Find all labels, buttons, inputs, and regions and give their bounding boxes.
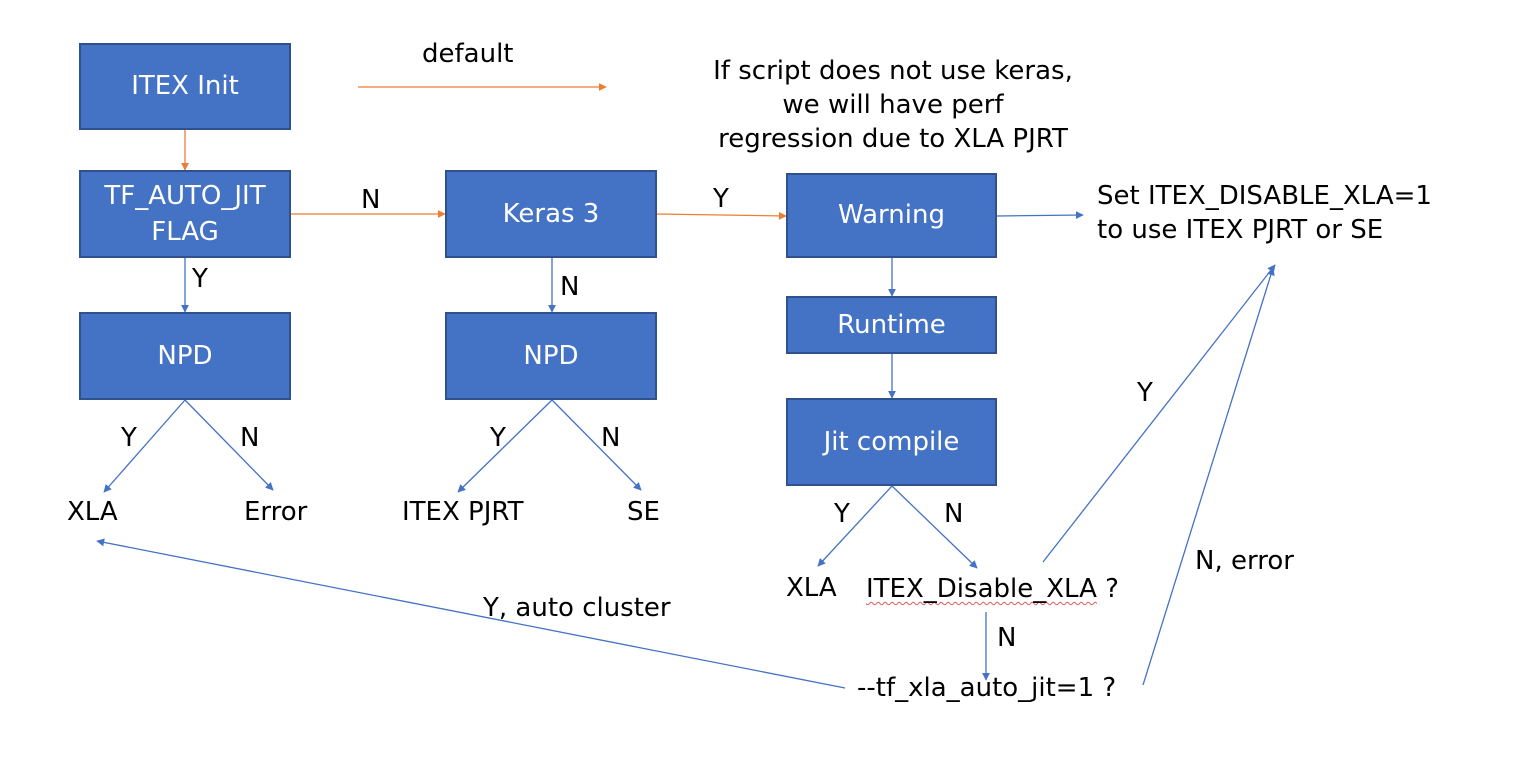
keras-note-line1: If script does not use keras, xyxy=(713,56,1073,86)
tf-xla-auto-jit-question: --tf_xla_auto_jit=1 ? xyxy=(857,673,1117,703)
npd-mid-box: NPD xyxy=(445,312,657,400)
arrow-jit-to-disable xyxy=(891,485,978,569)
warning-label: Warning xyxy=(838,200,945,231)
itex-disable-xla-question: ITEX_Disable_XLA ? xyxy=(866,573,1119,606)
edge-label-n-npd-mid: N xyxy=(601,423,621,453)
npd-left-label: NPD xyxy=(157,340,213,371)
set-itex-note: Set ITEX_DISABLE_XLA=1 to use ITEX PJRT … xyxy=(1097,180,1432,248)
edge-label-n-jit: N xyxy=(944,499,964,529)
edge-label-n-keras-npd: N xyxy=(560,272,580,302)
outcome-error: Error xyxy=(244,497,308,527)
edge-label-y-npd-left: Y xyxy=(121,423,137,453)
tf-auto-jit-label-line1: TF_AUTO_JIT xyxy=(104,180,266,211)
jit-compile-label: Jit compile xyxy=(823,426,960,457)
legend-default-label: default xyxy=(422,39,514,69)
outcome-se: SE xyxy=(627,497,660,527)
arrow-npd-to-error xyxy=(184,399,274,491)
tf-auto-jit-flag-box: TF_AUTO_JIT FLAG xyxy=(79,170,291,258)
keras3-box: Keras 3 xyxy=(445,170,657,258)
itex-init-label: ITEX Init xyxy=(131,71,239,102)
itex-disable-xla-text: ITEX_Disable_XLA xyxy=(866,574,1097,604)
keras3-label: Keras 3 xyxy=(502,198,600,229)
arrow-npd-to-xla xyxy=(103,399,186,493)
runtime-box: Runtime xyxy=(786,296,997,354)
arrow-jit-to-xla xyxy=(817,485,893,567)
npd-left-box: NPD xyxy=(79,312,291,400)
itex-disable-xla-q: ? xyxy=(1096,574,1119,604)
keras-warning-note: If script does not use keras, we will ha… xyxy=(688,55,1098,156)
warning-box: Warning xyxy=(786,173,997,258)
edge-label-y-keras-warning: Y xyxy=(713,184,729,214)
edge-label-n-tf-keras: N xyxy=(361,185,381,215)
keras-note-line2: we will have perf xyxy=(782,89,1004,120)
edge-label-n-disable: N xyxy=(997,623,1017,653)
arrow-warning-to-set xyxy=(996,211,1084,220)
edge-label-n-error: N, error xyxy=(1195,546,1294,576)
itex-init-box: ITEX Init xyxy=(79,43,291,130)
keras-note-line3: regression due to XLA PJRT xyxy=(718,123,1068,154)
npd-mid-label: NPD xyxy=(523,340,579,371)
edge-label-y-tf-npd: Y xyxy=(192,264,208,294)
runtime-label: Runtime xyxy=(837,309,946,340)
outcome-xla-left: XLA xyxy=(67,497,118,527)
outcome-xla-right: XLA xyxy=(786,573,837,603)
outcome-itex-pjrt: ITEX PJRT xyxy=(402,497,524,527)
set-note-line2: to use ITEX PJRT or SE xyxy=(1097,214,1384,245)
arrow-npd-to-itexpjrt xyxy=(457,399,553,493)
edge-label-y-npd-mid: Y xyxy=(490,423,506,453)
arrow-disable-to-set xyxy=(1042,264,1276,563)
edge-label-n-npd-left: N xyxy=(240,423,260,453)
edge-label-y-auto-cluster: Y, auto cluster xyxy=(483,593,671,623)
arrow-keras-to-warning xyxy=(656,211,787,220)
edge-label-y-jit: Y xyxy=(834,499,850,529)
arrow-autojit-to-xla xyxy=(96,538,846,689)
jit-compile-box: Jit compile xyxy=(786,398,997,486)
arrow-autojit-to-set xyxy=(1142,267,1275,686)
edge-label-y-disable: Y xyxy=(1137,378,1153,408)
arrow-npd-to-se xyxy=(551,399,642,491)
tf-auto-jit-label-line2: FLAG xyxy=(151,217,219,247)
set-note-line1: Set ITEX_DISABLE_XLA=1 xyxy=(1097,181,1432,211)
